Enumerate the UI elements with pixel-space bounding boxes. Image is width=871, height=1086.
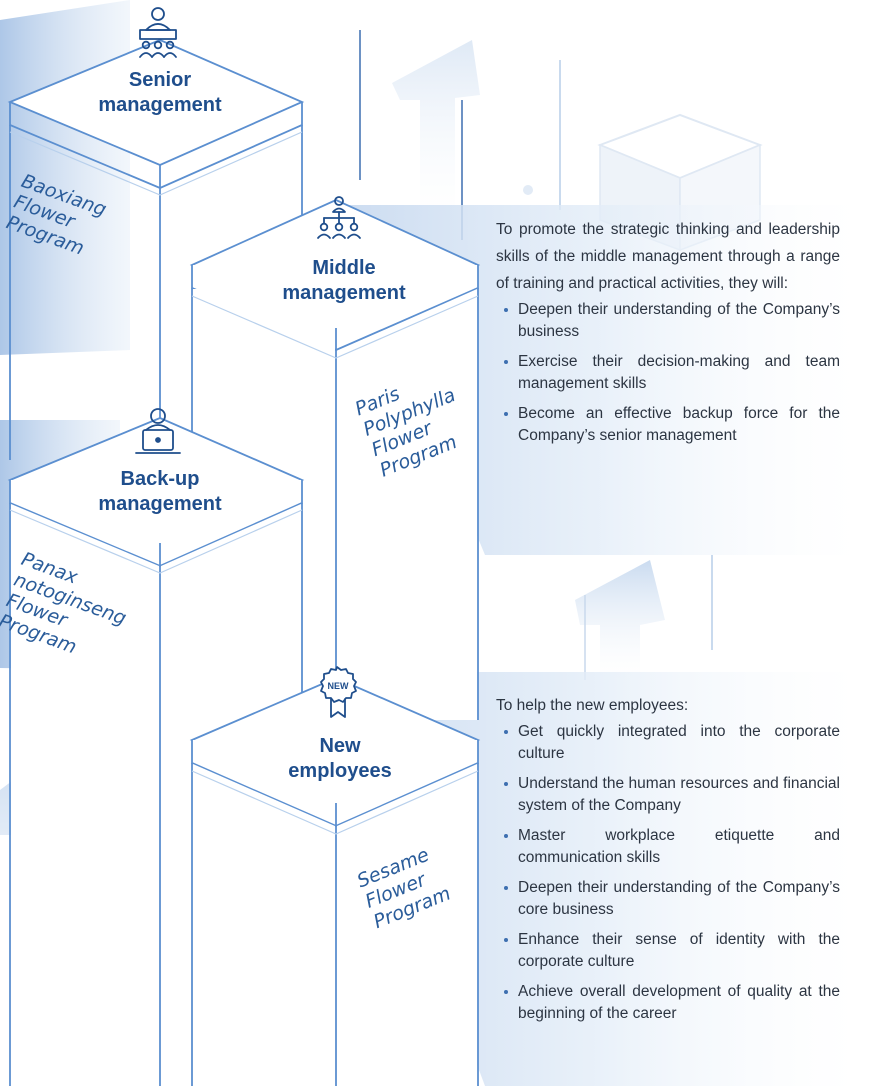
new-intro: To help the new employees: (496, 697, 689, 714)
list-item: Achieve overall development of quality a… (496, 981, 840, 1025)
new-badge-icon: NEW (320, 666, 357, 718)
presenter-laptop-icon (135, 408, 181, 454)
new-description: To help the new employees: Get quickly i… (496, 692, 840, 1033)
list-item: Become an effective backup force for the… (496, 403, 840, 447)
org-hierarchy-icon (317, 196, 361, 239)
backup-title-line-1: Back-up (120, 468, 200, 490)
bg-arrow-mid-right (575, 555, 713, 690)
new-title-line-2: employees (288, 760, 392, 782)
middle-title-line-2: management (282, 282, 406, 304)
senior-tower (7, 39, 305, 460)
list-item: Deepen their understanding of the Compan… (496, 299, 840, 343)
new-tower-title: New employees (250, 734, 430, 784)
senior-title-line-1: Senior (128, 69, 192, 91)
bg-strip-top (0, 0, 130, 355)
list-item: Enhance their sense of identity with the… (496, 929, 840, 973)
senior-title-line-2: management (98, 94, 222, 116)
list-item: Exercise their decision-making and team … (496, 351, 840, 395)
middle-bullet-list: Deepen their understanding of the Compan… (496, 299, 840, 447)
new-title-line-1: New (319, 735, 361, 757)
senior-tower-title: Senior management (70, 68, 250, 118)
list-item: Get quickly integrated into the corporat… (496, 721, 840, 765)
new-bullet-list: Get quickly integrated into the corporat… (496, 721, 840, 1025)
backup-tower (7, 417, 305, 1086)
list-item: Deepen their understanding of the Compan… (496, 877, 840, 921)
executive-podium-icon (139, 7, 177, 58)
middle-intro: To promote the strategic thinking and le… (496, 221, 840, 292)
middle-title-line-1: Middle (312, 257, 376, 279)
middle-tower-title: Middle management (254, 256, 434, 306)
list-item: Understand the human resources and finan… (496, 773, 840, 817)
new-badge-label: NEW (328, 681, 350, 691)
middle-description: To promote the strategic thinking and le… (496, 216, 840, 455)
list-item: Master workplace etiquette and communica… (496, 825, 840, 869)
new-tower (189, 677, 481, 1086)
backup-tower-title: Back-up management (70, 467, 250, 517)
backup-title-line-2: management (98, 493, 222, 515)
